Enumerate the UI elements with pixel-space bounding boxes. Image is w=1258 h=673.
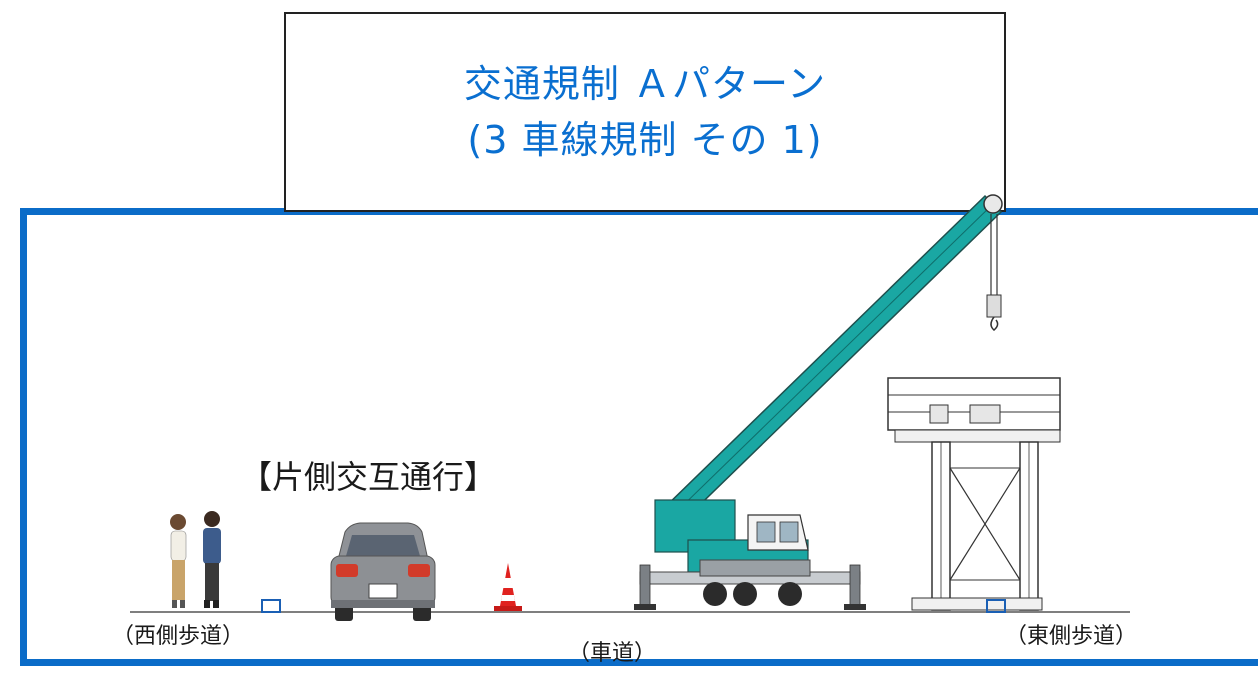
title-line-1: 交通規制 Ａパターン [463,62,827,106]
sidewalk-marker-icon [261,599,281,613]
title-box: 交通規制 Ａパターン (3 車線規制 その 1) [284,12,1006,212]
title-line-2: (3 車線規制 その 1) [467,118,823,162]
roadway-label: （車道） [568,641,657,666]
traffic-cone-icon [494,563,522,611]
sidewalk-marker-icon [986,599,1006,613]
crane-truck-icon [634,194,1003,610]
bridge-pier-icon [887,377,1061,611]
car-icon [330,522,436,621]
east-sidewalk-label: （東側歩道） [1005,624,1138,649]
mode-label: 【片側交互通行】 [240,458,497,496]
west-sidewalk-label: （西側歩道） [112,624,245,649]
pedestrians-icon [170,511,221,608]
